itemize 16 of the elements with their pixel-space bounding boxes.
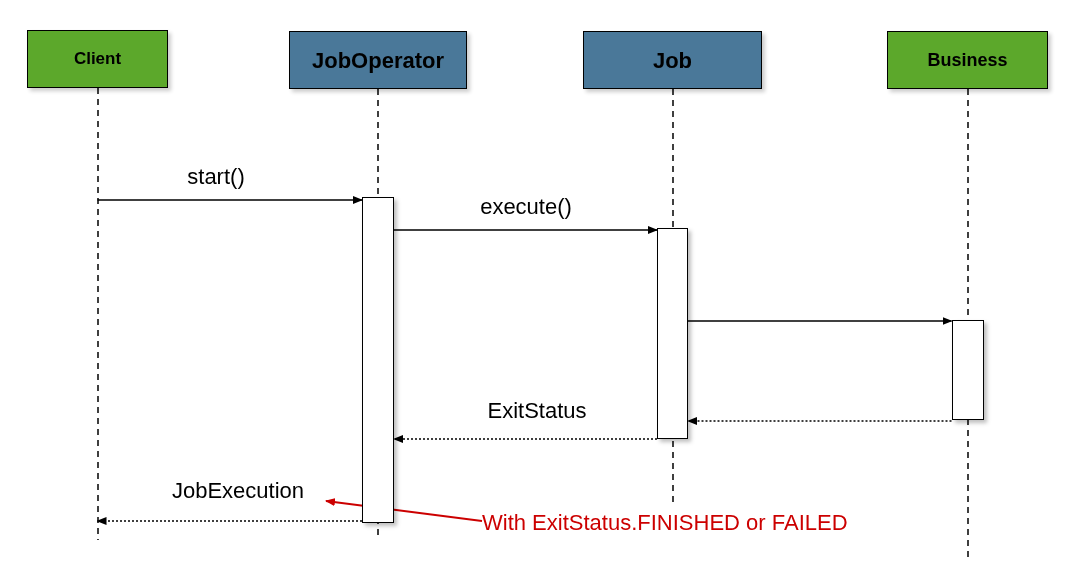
message-label: execute() [478, 196, 574, 218]
participant-box: JobOperator [289, 31, 467, 89]
message-arrow [687, 317, 953, 325]
participant-box: Client [27, 30, 168, 88]
activation-bar [362, 197, 394, 523]
participant-box: Job [583, 31, 762, 89]
message-arrow [393, 435, 658, 443]
message-arrow [393, 226, 658, 234]
participant-box: Business [887, 31, 1048, 89]
note-text: With ExitStatus.FINISHED or FAILED [482, 508, 848, 537]
activation-bar [951, 320, 984, 420]
message-arrow [96, 196, 363, 204]
message-arrow [687, 417, 953, 425]
message-label: start() [185, 166, 247, 188]
message-arrow [96, 517, 363, 525]
activation-bar [657, 228, 688, 439]
